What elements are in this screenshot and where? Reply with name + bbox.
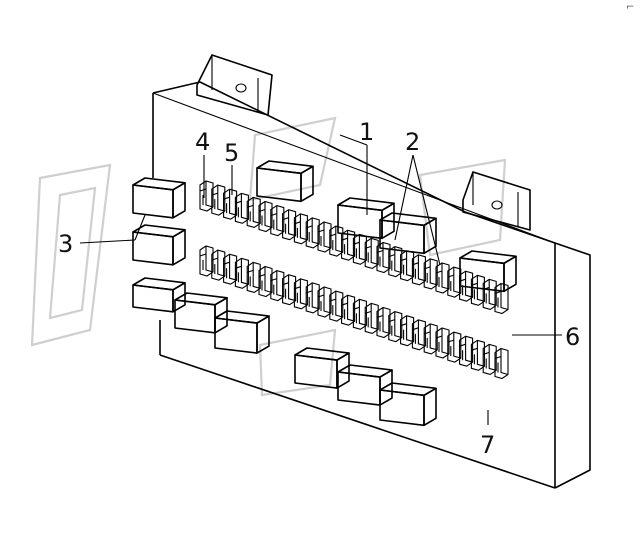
fuse xyxy=(447,266,462,298)
relay-6 xyxy=(256,160,314,203)
fuse xyxy=(388,311,403,343)
fuse xyxy=(317,221,332,253)
fuse xyxy=(470,339,485,371)
fuse xyxy=(494,347,509,380)
relay-7 xyxy=(337,197,395,240)
fuse xyxy=(211,249,226,281)
fuse xyxy=(234,257,249,289)
fuse xyxy=(352,233,367,265)
fuse xyxy=(258,265,273,298)
upper-fuse-row xyxy=(199,180,509,315)
callout-5: 5 xyxy=(224,139,239,167)
fuse xyxy=(423,323,438,355)
fuse xyxy=(341,294,356,326)
fuse xyxy=(470,274,485,306)
fuse xyxy=(435,262,450,294)
fuse xyxy=(423,258,438,290)
relay-5 xyxy=(214,310,270,354)
fuse xyxy=(211,184,226,216)
fuse xyxy=(376,306,391,339)
fuse xyxy=(435,327,450,359)
leader-1b xyxy=(339,134,368,146)
fuse xyxy=(246,196,261,228)
relay-10 xyxy=(294,347,350,389)
fuse xyxy=(329,290,344,322)
leader-3a xyxy=(79,239,136,244)
relay-1 xyxy=(132,177,186,219)
fuse xyxy=(234,192,249,224)
relay-2 xyxy=(132,224,186,266)
fuse xyxy=(223,188,238,220)
callout-labels: 1 2 3 4 5 6 7 xyxy=(58,118,580,459)
fuse xyxy=(341,229,356,261)
fuse xyxy=(282,209,297,241)
fuse xyxy=(459,270,474,302)
fuse xyxy=(459,335,474,367)
fuse xyxy=(494,282,509,315)
fuse xyxy=(376,241,391,274)
fuse xyxy=(246,261,261,293)
relay-4 xyxy=(174,292,228,334)
fuse xyxy=(270,270,285,302)
callout-2: 2 xyxy=(405,128,420,156)
fuse xyxy=(388,246,403,278)
watermark-logo xyxy=(30,116,507,397)
fuse xyxy=(305,282,320,314)
relays-group xyxy=(132,160,517,427)
leader-lines xyxy=(79,134,562,425)
callout-1: 1 xyxy=(359,118,374,146)
fuse xyxy=(400,315,415,347)
fuse xyxy=(364,237,379,269)
corner-mark: ⌐ xyxy=(626,2,634,13)
fuse xyxy=(329,225,344,257)
fuse xyxy=(293,213,308,245)
fuse xyxy=(411,319,426,351)
fuse xyxy=(223,253,238,285)
fuse-box-housing xyxy=(152,54,591,489)
relay-12 xyxy=(379,382,437,427)
fuse xyxy=(482,278,497,310)
leader-2a xyxy=(394,154,414,241)
lower-fuse-row xyxy=(199,245,509,380)
callout-3: 3 xyxy=(58,230,73,258)
fuse xyxy=(258,200,273,233)
fuse xyxy=(447,331,462,363)
fuse xyxy=(364,302,379,334)
callout-4: 4 xyxy=(195,128,210,156)
fuse xyxy=(482,343,497,375)
fuse xyxy=(317,286,332,318)
fuse xyxy=(352,298,367,330)
fuse xyxy=(411,254,426,286)
relay-11 xyxy=(337,364,393,406)
fuses-group xyxy=(199,180,509,380)
relay-8 xyxy=(379,212,437,255)
fuse xyxy=(199,180,214,212)
relay-3 xyxy=(132,277,186,313)
fuse xyxy=(282,274,297,306)
callout-6: 6 xyxy=(565,323,580,351)
fuse xyxy=(270,205,285,237)
fuse xyxy=(305,217,320,249)
fuse xyxy=(293,278,308,310)
leader-2b xyxy=(412,154,441,266)
fuse xyxy=(400,250,415,282)
callout-7: 7 xyxy=(480,431,495,459)
fuse xyxy=(199,245,214,277)
leader-3b xyxy=(134,214,146,241)
